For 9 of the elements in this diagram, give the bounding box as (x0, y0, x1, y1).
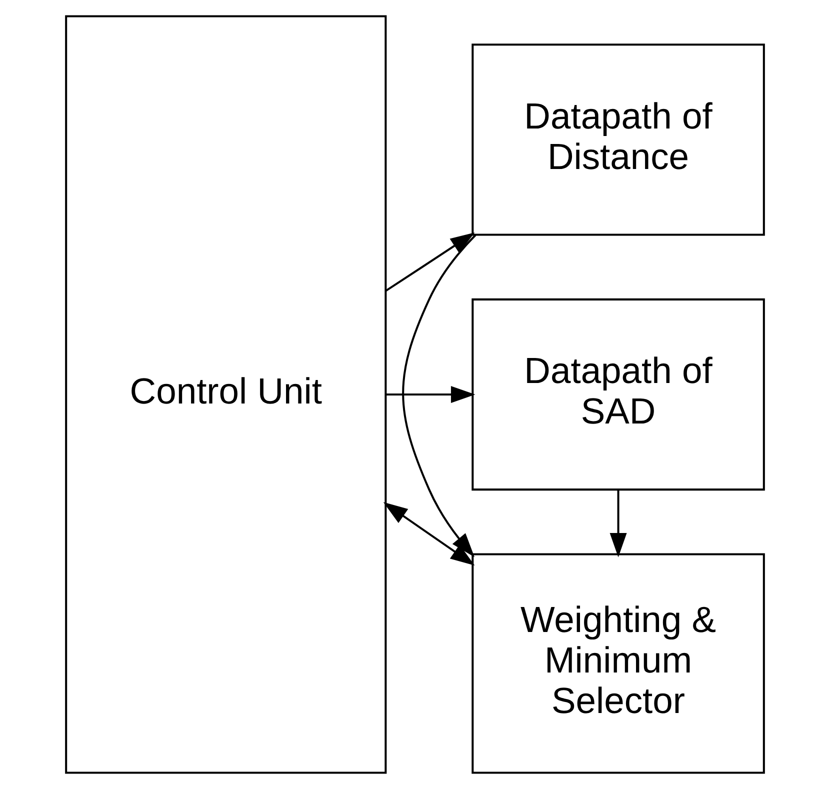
arrow (386, 386, 476, 403)
node-box: Datapath of Distance (472, 44, 765, 236)
node-box: Weighting & Minimum Selector (472, 553, 765, 774)
arrow (383, 502, 475, 566)
node-box: Datapath of SAD (472, 298, 765, 491)
node-box: Control Unit (65, 15, 387, 774)
arrow (385, 232, 475, 292)
arrow (402, 234, 476, 558)
arrow (610, 490, 627, 558)
